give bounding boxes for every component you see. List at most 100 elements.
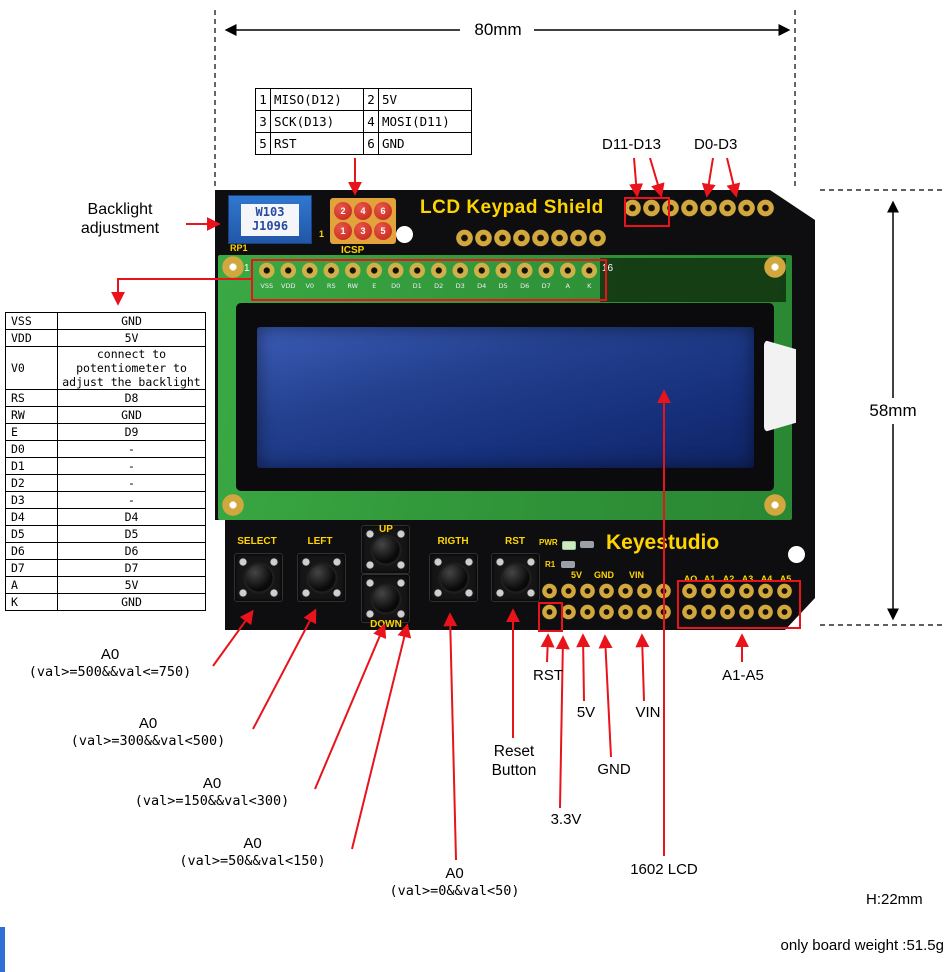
analog-pin-label: A2	[722, 574, 735, 584]
a0-down-range: (val>=150&&val<300)	[134, 793, 290, 809]
table-cell: 5	[255, 132, 271, 155]
down-button	[361, 574, 410, 623]
pin-value-cell: D7	[57, 559, 206, 577]
lcd-pin-label: D6	[520, 282, 530, 290]
gnd-callout: GND	[597, 761, 631, 778]
1602-lcd-callout: 1602 LCD	[630, 861, 698, 878]
a0-left-range: (val>=300&&val<500)	[70, 733, 226, 749]
up-button	[361, 525, 410, 574]
analog-pins-highlight-box	[677, 580, 801, 629]
pin-name-cell: V0	[5, 346, 58, 390]
lcd-module-dark-area	[600, 258, 786, 302]
lcd-pin-label: E	[372, 282, 377, 290]
lcd-pins-highlight-box	[251, 259, 607, 301]
pin-value-cell: D9	[57, 423, 206, 441]
pin-value-cell: 5V	[57, 576, 206, 594]
icsp-pin: 1	[334, 222, 352, 240]
lcd-pin-label: D2	[434, 282, 444, 290]
pin-value-cell: -	[57, 440, 206, 458]
icsp-pin: 2	[334, 202, 352, 220]
pin-value-cell: D5	[57, 525, 206, 543]
select-button-label: SELECT	[237, 536, 277, 547]
button-cap	[500, 562, 531, 593]
table-cell: 3	[255, 110, 271, 133]
a0-label: A0	[138, 715, 158, 732]
lcd-pin-label: RW	[347, 282, 359, 290]
button-cap	[243, 562, 274, 593]
right-button-label: RIGTH	[437, 536, 469, 547]
d0-d3-callout: D0-D3	[694, 136, 738, 153]
pin-name-cell: D1	[5, 457, 58, 475]
lcd-pin-label: RS	[326, 282, 336, 290]
5v-callout: 5V	[576, 704, 596, 721]
table-cell: 4	[363, 110, 379, 133]
lcd-pin-label: V0	[305, 282, 315, 290]
icsp-pin: 3	[354, 222, 372, 240]
down-button-label: DOWN	[370, 619, 402, 630]
left-button-label: LEFT	[307, 536, 333, 547]
reset-button-label: RST	[505, 536, 525, 547]
digital-header-pins	[455, 229, 607, 247]
table-cell: MISO(D12)	[270, 88, 364, 111]
board-thickness-label: H:22mm	[866, 891, 923, 908]
a0-label: A0	[243, 835, 262, 852]
lcd-mount-hole	[764, 256, 786, 278]
analog-pin-label: AO	[683, 574, 698, 584]
height-dimension-label: 58mm	[860, 401, 926, 421]
pin-value-cell: connect to potentiometer to adjust the b…	[57, 346, 206, 390]
icsp-pin: 5	[374, 222, 392, 240]
pin-value-cell: -	[57, 474, 206, 492]
pin-value-cell: GND	[57, 406, 206, 424]
analog-header-pins-row1	[680, 583, 794, 599]
lcd-pin-header	[256, 262, 600, 279]
r1-silk-label: R1	[545, 560, 556, 569]
pot-text-1: W103	[255, 205, 285, 219]
mounting-hole	[396, 226, 413, 243]
digital-header-pins-right	[623, 199, 775, 217]
silk-vin-label: VIN	[629, 570, 645, 580]
a0-select-callout: A0 (val>=500&&val<=750)	[10, 645, 210, 680]
icsp-silk-label: ICSP	[341, 245, 365, 256]
board-weight-label: only board weight :51.5g	[780, 937, 944, 954]
icsp-pin: 4	[354, 202, 372, 220]
button-cap	[370, 583, 401, 614]
left-button	[297, 553, 346, 602]
potentiometer: W103 J1096	[228, 195, 312, 244]
reset-callout-line1: Reset	[493, 743, 535, 760]
a0-up-range: (val>=50&&val<150)	[179, 853, 326, 869]
pin-value-cell: -	[57, 491, 206, 509]
pin-name-cell: A	[5, 576, 58, 594]
pin-name-cell: RW	[5, 406, 58, 424]
lcd-pin16-marker: 16	[602, 263, 614, 274]
pwr-silk-label: PWR	[539, 538, 558, 547]
lcd-pin-label: K	[587, 282, 592, 290]
reset-callout-line2: Button	[491, 762, 537, 779]
silk-5v-label: 5V	[571, 570, 583, 580]
button-cap	[306, 562, 337, 593]
a0-label: A0	[100, 646, 120, 663]
mounting-hole	[788, 546, 805, 563]
backlight-callout-line1: Backlight	[87, 201, 153, 218]
potentiometer-label: W103 J1096	[241, 204, 299, 236]
table-cell: MOSI(D11)	[378, 110, 472, 133]
power-header-pins-row1	[540, 583, 673, 599]
lcd-pin-label: D1	[412, 282, 422, 290]
d11-d13-highlight-box	[624, 197, 670, 227]
pin-value-cell: D4	[57, 508, 206, 526]
a0-down-callout: A0 (val>=150&&val<300)	[112, 774, 312, 809]
table-cell: 2	[363, 88, 379, 111]
table-row: D0-	[5, 440, 206, 458]
